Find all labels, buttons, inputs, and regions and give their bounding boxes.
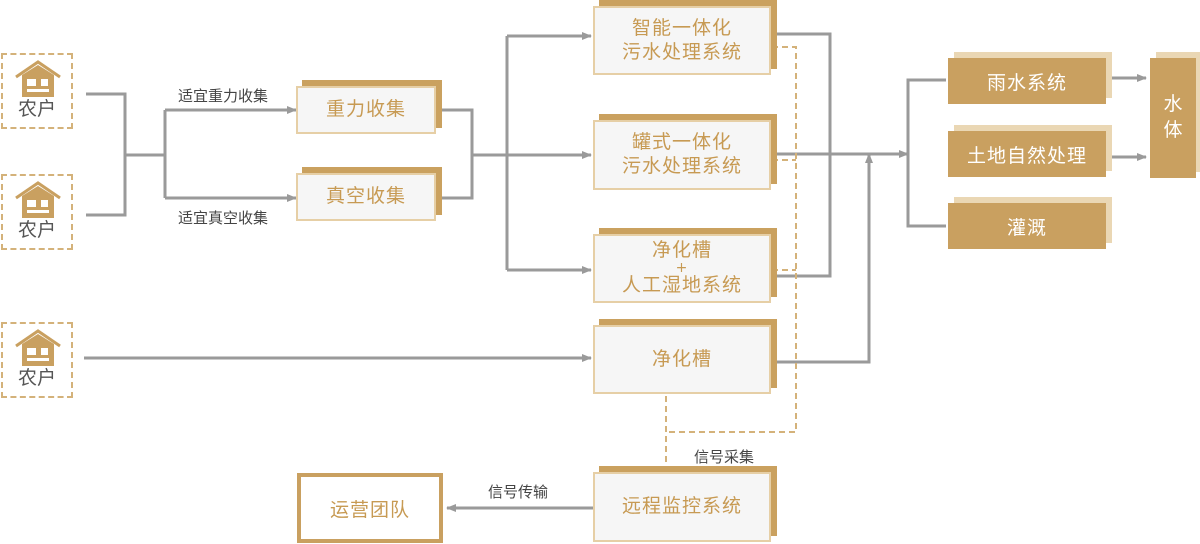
farmer-box: 农户 — [1, 174, 73, 250]
house-icon — [15, 329, 61, 366]
rainwater-system-node: 雨水系统 — [948, 52, 1112, 104]
vacuum-edge-label: 适宜真空收集 — [178, 209, 269, 227]
purification-tank-node: 净化槽 — [593, 319, 777, 394]
tank-system-line2: 污水处理系统 — [621, 155, 742, 177]
vacuum-collection-label: 真空收集 — [325, 185, 406, 208]
remote-monitor-node: 远程监控系统 — [593, 466, 777, 542]
purification-tank-label: 净化槽 — [651, 347, 712, 370]
gravity-collection-label: 重力收集 — [325, 98, 406, 121]
land-treatment-label: 土地自然处理 — [966, 144, 1087, 167]
land-treatment-node: 土地自然处理 — [948, 125, 1112, 177]
water-body-char1: 水 — [1163, 93, 1183, 116]
purify-wetland-line2: 人工湿地系统 — [621, 274, 742, 297]
water-body-node: 水 体 — [1150, 58, 1196, 178]
farmer-box: 农户 — [1, 53, 73, 129]
water-body-char2: 体 — [1163, 119, 1183, 141]
signal-transmit-label: 信号传输 — [488, 483, 549, 501]
house-icon — [15, 60, 61, 97]
remote-monitor-label: 远程监控系统 — [621, 495, 742, 518]
tank-system-line1: 罐式一体化 — [631, 131, 732, 154]
rainwater-system-label: 雨水系统 — [986, 71, 1067, 94]
operations-team-node: 运营团队 — [297, 473, 443, 543]
gravity-collection-node: 重力收集 — [296, 80, 442, 134]
farmer-label: 农户 — [17, 219, 56, 241]
operations-team-label: 运营团队 — [329, 498, 410, 521]
solid-connectors — [84, 32, 1147, 512]
smart-integrated-system-node: 智能一体化 污水处理系统 — [593, 0, 777, 75]
vacuum-collection-node: 真空收集 — [296, 167, 442, 221]
farmer-box: 农户 — [1, 322, 73, 398]
gravity-edge-label: 适宜重力收集 — [178, 87, 269, 105]
house-icon — [15, 181, 61, 218]
signal-collect-label: 信号采集 — [694, 448, 755, 466]
smart-system-line2: 污水处理系统 — [621, 40, 742, 63]
purify-wetland-line1: 净化槽 — [651, 239, 712, 262]
purify-wetland-plus: + — [675, 259, 689, 276]
tank-integrated-system-node: 罐式一体化 污水处理系统 — [593, 114, 777, 190]
irrigation-label: 灌溉 — [1006, 216, 1047, 239]
irrigation-node: 灌溉 — [948, 197, 1112, 249]
purify-wetland-system-node: 净化槽 + 人工湿地系统 — [593, 228, 777, 303]
farmer-label: 农户 — [17, 98, 56, 120]
farmer-label: 农户 — [17, 367, 56, 389]
smart-system-line1: 智能一体化 — [631, 16, 732, 39]
